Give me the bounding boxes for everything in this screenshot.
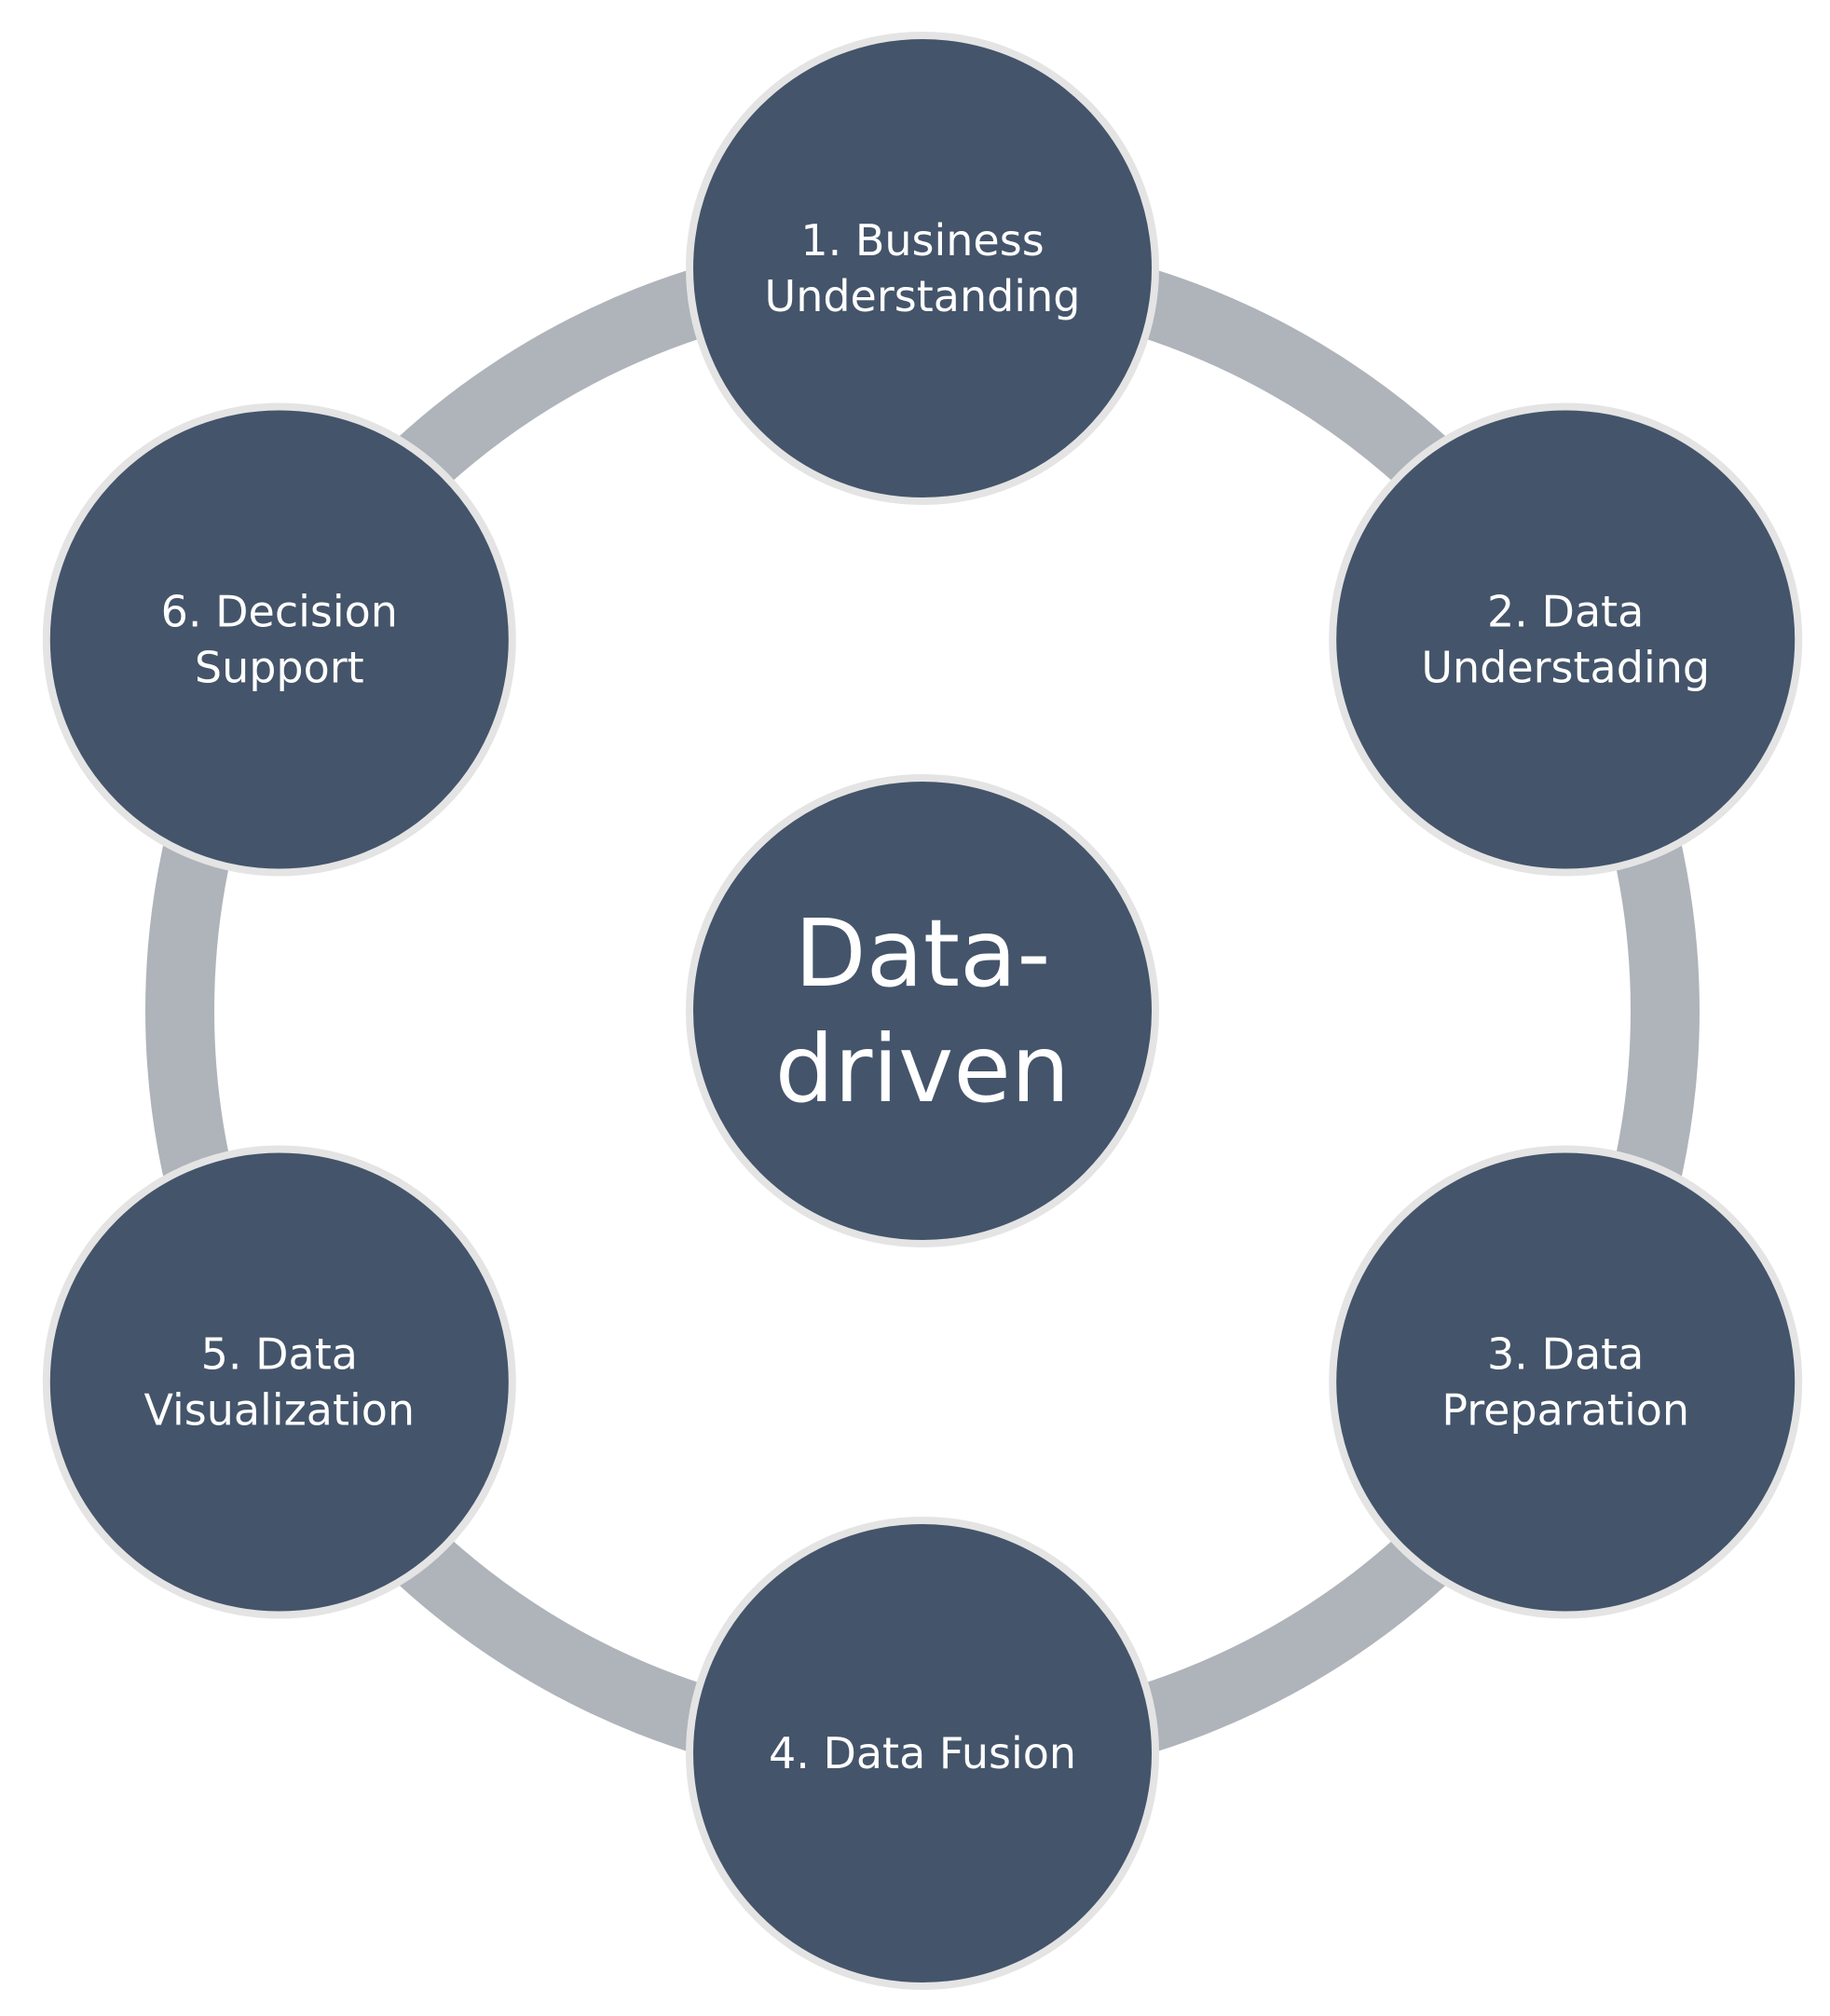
step-label-line-1: 1. Business [800,215,1044,266]
step-label-line-2: Understanding [765,271,1081,321]
step-circle [1329,402,1803,877]
step-label-line-1: 2. Data [1487,587,1644,637]
step-label-line-2: Support [195,643,364,693]
step-circle [1329,1145,1803,1619]
center-label-line-1: Data- [795,899,1051,1008]
step-label-line-2: Visualization [144,1385,416,1436]
step-node-data-fusion: 4. Data Fusion [686,1517,1159,1990]
step-label-line-1: 4. Data Fusion [769,1728,1076,1778]
step-circle [686,32,1159,505]
step-label-line-1: 5. Data [201,1329,358,1380]
step-circle [42,1145,516,1619]
step-circle [686,1517,1159,1990]
center-circle [686,774,1159,1247]
step-label-line-2: Understading [1421,643,1710,693]
step-circle [42,402,516,877]
center-label-line-2: driven [775,1015,1070,1124]
step-label-line-1: 6. Decision [161,587,398,637]
step-label-line-2: Preparation [1441,1385,1689,1436]
step-label-line-1: 3. Data [1487,1329,1644,1380]
center-node: Data- driven [686,774,1159,1247]
